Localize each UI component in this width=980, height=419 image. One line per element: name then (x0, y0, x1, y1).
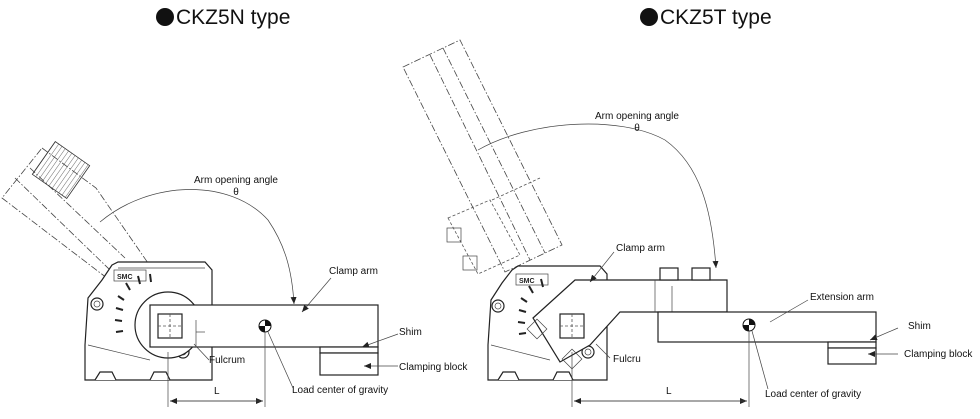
svg-text:SMC: SMC (117, 274, 133, 281)
bullet-dot-icon (640, 8, 658, 26)
dimension-L-label-right: L (666, 386, 672, 397)
ckz5n-drawing: SMC (1, 141, 399, 407)
angle-arc-right (477, 123, 719, 269)
fulcrum-label: Fulcrum (209, 355, 246, 366)
ckz5t-title: CKZ5T type (640, 6, 772, 30)
clamping-block-label: Clamping block (399, 362, 468, 373)
arm-opening-angle-label: Arm opening angle (194, 175, 278, 186)
clamp-arm-label-right: Clamp arm (616, 243, 665, 254)
extension-arm (657, 311, 877, 343)
clamp-arm-right (526, 267, 728, 370)
angle-arc (99, 189, 297, 305)
shim-label-right: Shim (908, 321, 931, 332)
theta-label: θ (233, 187, 239, 198)
ckz5n-title: CKZ5N type (156, 6, 290, 30)
bullet-dot-icon (156, 8, 174, 26)
clamping-block-right (827, 347, 877, 365)
ckz5t-drawing: SMC (402, 39, 899, 407)
clamp-arm-label: Clamp arm (329, 266, 378, 277)
dimension-L-label: L (214, 386, 220, 397)
shim-right (827, 341, 877, 349)
open-arm-phantom (1, 141, 149, 289)
load-center-symbol (258, 319, 272, 333)
fulcrum-label-right: Fulcru (613, 354, 641, 365)
dimension-L (167, 332, 266, 407)
ckz5t-title-text: CKZ5T type (660, 6, 772, 29)
load-center-label: Load center of gravity (292, 385, 389, 396)
svg-text:SMC: SMC (519, 278, 535, 285)
theta-label-right: θ (634, 123, 640, 134)
extension-arm-label: Extension arm (810, 292, 874, 303)
ckz5n-title-text: CKZ5N type (176, 6, 291, 29)
load-center-symbol-right (742, 318, 756, 332)
open-arm-phantom-right (402, 39, 563, 275)
clamping-block-label-right: Clamping block (904, 349, 973, 360)
shim-label: Shim (399, 327, 422, 338)
shim (319, 346, 379, 354)
arm-opening-angle-label-right: Arm opening angle (595, 111, 679, 122)
clamping-block (319, 352, 379, 376)
load-center-label-right: Load center of gravity (765, 389, 862, 400)
dimension-L-right (571, 331, 750, 407)
